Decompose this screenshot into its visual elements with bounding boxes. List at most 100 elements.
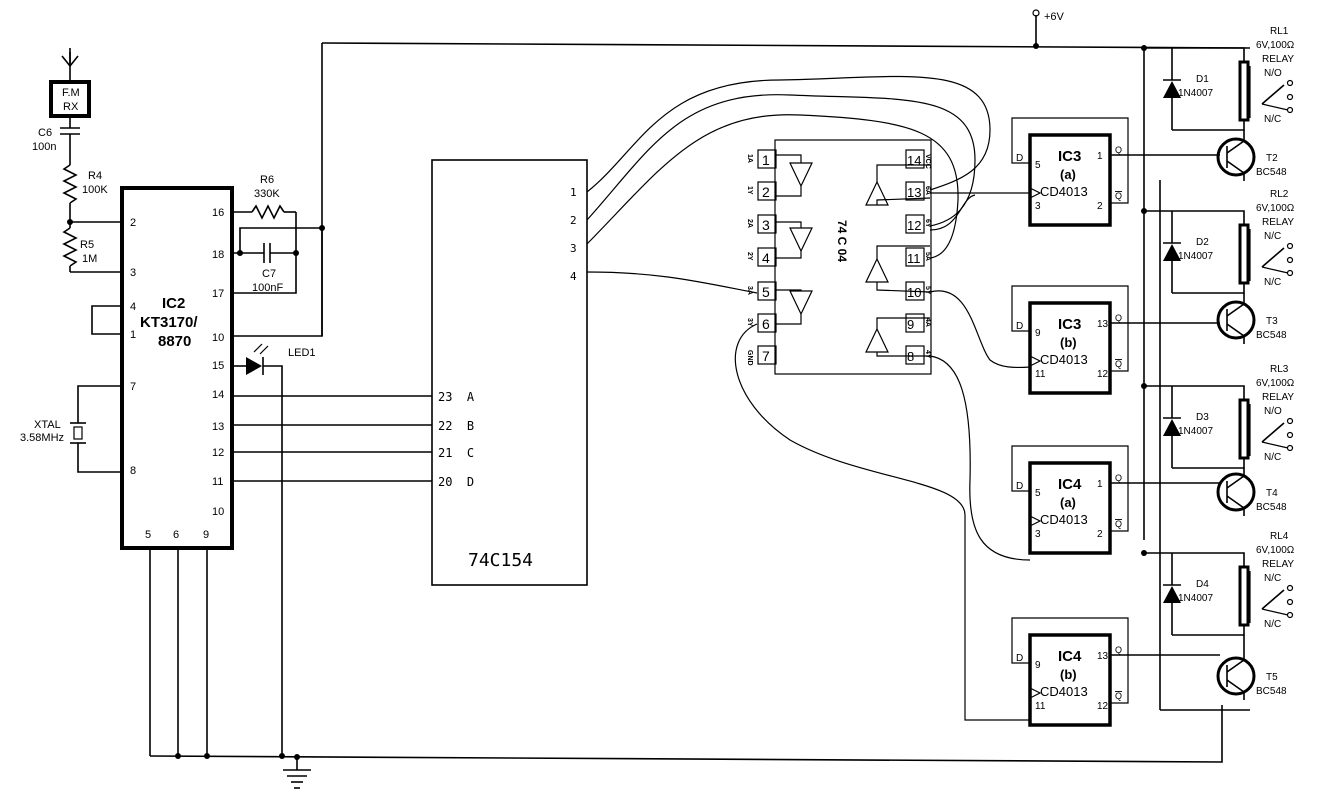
relay-contact-top: N/O — [1264, 68, 1282, 79]
relay-stages: RL16V,100ΩRELAYN/ON/CD11N4007T2BC548RL26… — [1141, 26, 1295, 700]
inverter-pin-box — [757, 345, 777, 365]
diode-ref: D1 — [1196, 74, 1209, 85]
ic2-pin-18: 18 — [212, 249, 224, 261]
ff-name: IC4 — [1058, 648, 1082, 665]
relay-spec: 6V,100Ω — [1256, 378, 1295, 389]
inverter-pin-label: 2A — [746, 219, 753, 228]
relay-type: RELAY — [1262, 54, 1294, 65]
ic2-part2: 8870 — [158, 333, 191, 350]
decoder-out-4: 4 — [570, 270, 577, 283]
ff-d-pin: 5 — [1035, 160, 1041, 171]
ic2-pin-3: 3 — [130, 267, 136, 279]
ff-qb-pin: 2 — [1097, 529, 1103, 540]
ff-q-pin: 13 — [1097, 651, 1109, 662]
ff-unit: (b) — [1060, 667, 1077, 682]
supply-label: +6V — [1044, 11, 1065, 23]
diode-part: 1N4007 — [1178, 88, 1213, 99]
inverter-pin-box — [905, 149, 925, 169]
r6-value: 330K — [254, 188, 280, 200]
inverter-pin-label: GND — [746, 350, 753, 366]
transistor-part: BC548 — [1256, 502, 1287, 513]
ground-rail — [149, 548, 1223, 770]
ic2-name: IC2 — [162, 295, 185, 312]
inverter-pin-label: 2Y — [746, 252, 753, 261]
ic2-pin-5: 5 — [145, 529, 151, 541]
relay-type: RELAY — [1262, 217, 1294, 228]
r4-value: 100K — [82, 184, 108, 196]
relay-spec: 6V,100Ω — [1256, 40, 1295, 51]
ff-d-pin: 5 — [1035, 488, 1041, 499]
inverter-pin-number: 13 — [907, 185, 921, 200]
ff-part: CD4013 — [1040, 512, 1088, 527]
ff-clk-pin: 11 — [1035, 701, 1046, 712]
inverter-pin-label: 4Y — [924, 350, 931, 359]
fm-receiver: F.M RX — [49, 48, 91, 128]
inverter-pin-box — [905, 247, 925, 267]
r6-ref: R6 — [260, 174, 274, 186]
inverter-pin-box — [905, 313, 925, 333]
inverter-pin-number: 10 — [907, 285, 921, 300]
transistor-part: BC548 — [1256, 686, 1287, 697]
inverter-pin-box — [757, 214, 777, 234]
inverter-pin-label: VCC — [924, 154, 931, 169]
relay-spec: 6V,100Ω — [1256, 545, 1295, 556]
transistor-ref: T5 — [1266, 672, 1278, 683]
resistor-r4: R4 100K — [62, 164, 108, 222]
ic2-pin-8: 8 — [130, 465, 136, 477]
inverter-pin-label: 5Y — [924, 286, 931, 295]
led1-ref: LED1 — [288, 347, 316, 359]
relay-contact-top: N/C — [1264, 573, 1281, 584]
transistor-body — [1216, 656, 1256, 696]
relay-spec: 6V,100Ω — [1256, 203, 1295, 214]
ic2-pin-15: 15 — [212, 360, 224, 372]
inverter-pin-number: 5 — [762, 284, 770, 300]
ff-q-label: Q — [1115, 473, 1122, 483]
c6-value: 100n — [32, 141, 56, 153]
ff-name: IC3 — [1058, 148, 1081, 165]
ff-d-label: D — [1016, 321, 1023, 332]
decoder-out-1: 1 — [570, 186, 577, 199]
relay-ref: RL1 — [1270, 26, 1289, 37]
transistor-body — [1216, 300, 1256, 340]
ff-name: IC3 — [1058, 316, 1081, 333]
ff-qb-label: Q — [1115, 359, 1122, 369]
inverter-pin-label: 1A — [746, 154, 753, 163]
inverter-pin-number: 2 — [762, 184, 770, 200]
ff-name: IC4 — [1058, 476, 1082, 493]
inverter-pin-label: 4A — [924, 318, 931, 327]
inverter-pin-box — [905, 345, 925, 365]
relay-ref: RL2 — [1270, 189, 1289, 200]
ff-q-pin: 1 — [1097, 151, 1103, 162]
ground-icon — [283, 769, 311, 789]
xtal-value: 3.58MHz — [20, 432, 64, 444]
relay-contact-bottom: N/C — [1264, 619, 1281, 630]
transistor-ref: T2 — [1266, 153, 1278, 164]
ff-clk-pin: 11 — [1035, 369, 1046, 380]
decoder-out-3: 3 — [570, 242, 577, 255]
ff-unit: (a) — [1060, 167, 1076, 182]
relay-contact-top: N/O — [1264, 406, 1282, 417]
ff-qb-pin: 12 — [1097, 701, 1109, 712]
ff-d-pin: 9 — [1035, 660, 1041, 671]
ff-part: CD4013 — [1040, 352, 1088, 367]
ic2-pin-11: 11 — [212, 476, 223, 488]
inverter-pin-label: 3Y — [746, 318, 753, 327]
ic2-pin-7: 7 — [130, 381, 136, 393]
inverter-pin-number: 11 — [907, 251, 921, 266]
inverter-pin-label: 6Y — [924, 219, 931, 228]
resistor-r6: R6 330K — [232, 174, 296, 220]
inverter-pin-number: 7 — [762, 348, 770, 364]
ic2-pin-12: 12 — [212, 447, 224, 459]
ic2-pin-1: 1 — [130, 329, 136, 341]
diode-part: 1N4007 — [1178, 593, 1213, 604]
ff-q-pin: 13 — [1097, 319, 1109, 330]
fm-rx-line2: RX — [63, 101, 79, 113]
flip-flop-stages: IC3(a)CD40135312DQQIC3(b)CD40139111312DQ… — [1011, 117, 1220, 727]
c7-ref: C7 — [262, 268, 276, 280]
